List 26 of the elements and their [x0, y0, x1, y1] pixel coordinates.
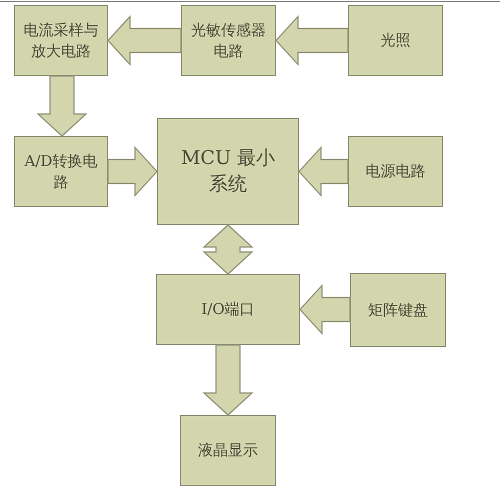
block-arrow [202, 344, 254, 416]
process-box [350, 273, 446, 347]
block-arrow [107, 14, 182, 66]
block-arrow [299, 284, 351, 336]
process-box [348, 136, 443, 207]
block-arrow [298, 146, 349, 198]
box-label: 电源电路 [364, 161, 426, 182]
block-arrow [107, 146, 158, 198]
box-label: 电流采样与放大电路 [22, 20, 100, 61]
process-box [181, 5, 276, 76]
box-label: 光敏传感器电路 [190, 20, 267, 61]
block-arrow [202, 224, 254, 275]
process-box [180, 415, 276, 486]
box-label: A/D转换电路 [23, 151, 98, 192]
process-box [14, 5, 108, 76]
box-label: 光照 [380, 30, 412, 51]
box-label: MCU 最小系统 [180, 146, 276, 196]
process-box [348, 5, 443, 76]
box-label: 矩阵键盘 [367, 300, 429, 320]
box-label: I/O端口 [200, 299, 256, 320]
block-arrow [275, 14, 349, 66]
process-box [156, 274, 300, 345]
box-label: 液晶显示 [197, 440, 259, 461]
process-box [157, 118, 299, 225]
process-box [14, 136, 108, 207]
block-arrow [36, 75, 88, 137]
